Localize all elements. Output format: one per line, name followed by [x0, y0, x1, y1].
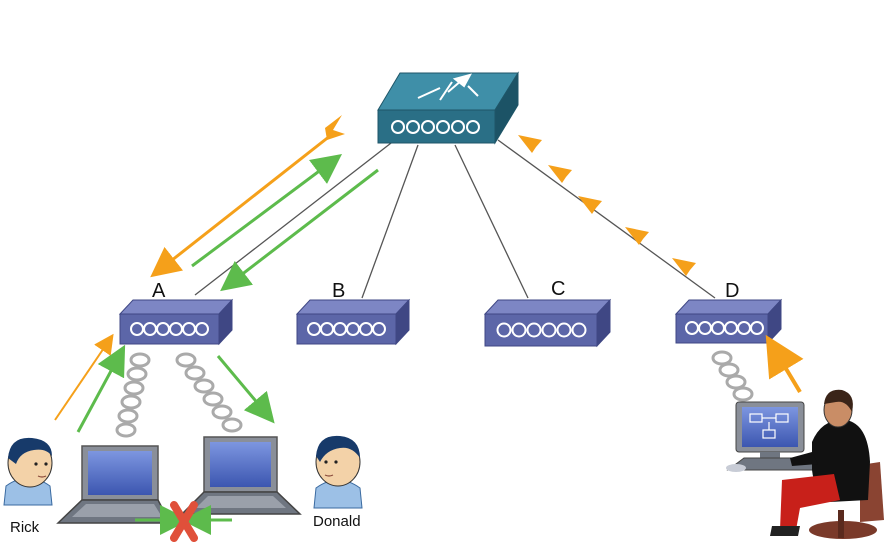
switch-b[interactable]: B [295, 280, 411, 346]
router[interactable] [377, 71, 519, 145]
person-attacker [770, 389, 884, 539]
chevron-arrow-1 [672, 258, 712, 283]
switch-a-label: A [152, 280, 166, 302]
chevron-arrow-2 [625, 227, 665, 252]
router-arrows-icon [417, 73, 479, 101]
link-router-b [361, 144, 419, 299]
router-side [494, 71, 519, 145]
chevron-arrow-5 [518, 135, 558, 160]
screen-network-icon [749, 413, 789, 439]
green-arrow-from-left-laptop [76, 344, 126, 433]
switch-c-label: C [551, 278, 565, 300]
switch-ports-icon [307, 322, 386, 336]
orange-arrow-tail-a [325, 115, 345, 140]
router-ports-icon [391, 120, 480, 134]
switch-ports-icon [496, 322, 587, 338]
switch-d[interactable]: D [674, 280, 783, 345]
traffic-arrows-a [150, 115, 379, 292]
person-donald: Donald [313, 435, 363, 530]
laptop-left[interactable] [56, 445, 172, 524]
orange-arrow-from-d-pc [765, 334, 804, 394]
person-label-rick: Rick [10, 519, 40, 536]
chevron-arrow-4 [548, 165, 588, 190]
cable-a-left [115, 352, 151, 438]
orange-arrow-to-a [150, 130, 336, 278]
link-router-d [497, 139, 716, 299]
orange-arrow-to-rick [54, 333, 114, 421]
switch-c[interactable]: C [483, 278, 612, 348]
network-links [194, 139, 716, 299]
chevron-arrow-3 [578, 196, 618, 221]
blocked-x-icon [170, 501, 198, 542]
switch-ports-icon [130, 322, 209, 336]
link-router-c [454, 144, 529, 299]
green-arrow-to-right-laptop [216, 355, 275, 424]
cable-d [711, 350, 754, 402]
person-label-donald: Donald [313, 513, 361, 530]
green-arrow-up-a [191, 154, 343, 268]
switch-ports-icon [685, 321, 764, 335]
switch-d-label: D [725, 280, 739, 302]
blocked-link [135, 501, 232, 542]
traffic-arrows-d [518, 135, 712, 283]
laptop-right[interactable] [180, 436, 302, 515]
switch-a[interactable]: A [118, 280, 234, 346]
green-arrow-down-a [220, 168, 379, 292]
person-rick: Rick [3, 437, 53, 536]
switch-b-label: B [332, 280, 345, 302]
cable-a-right [175, 352, 243, 433]
